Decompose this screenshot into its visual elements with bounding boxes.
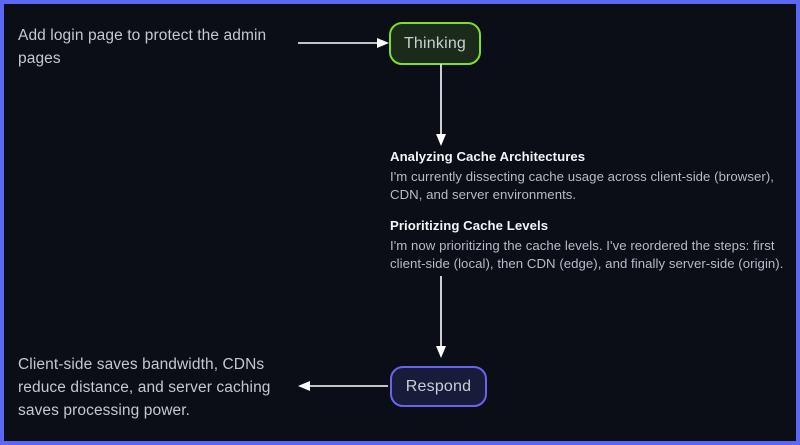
assistant-response-text: Client-side saves bandwidth, CDNs reduce… — [18, 356, 271, 419]
thinking-log-entry-title: Prioritizing Cache Levels — [390, 218, 549, 233]
respond-node[interactable]: Respond — [390, 366, 487, 407]
thinking-log: Analyzing Cache Architectures I'm curren… — [390, 148, 794, 273]
thinking-node-label: Thinking — [403, 34, 467, 52]
arrow-right-icon — [298, 38, 389, 48]
thinking-log-entry-title: Analyzing Cache Architectures — [390, 149, 586, 164]
user-prompt-text: Add login page to protect the admin page… — [18, 27, 267, 67]
thinking-log-entry-body: I'm now prioritizing the cache levels. I… — [390, 238, 784, 271]
thinking-node[interactable]: Thinking — [389, 22, 481, 65]
respond-node-label: Respond — [405, 377, 472, 395]
arrow-down-icon — [436, 64, 446, 146]
thinking-log-entry: Analyzing Cache Architectures I'm curren… — [390, 148, 794, 204]
thinking-log-entry-body: I'm currently dissecting cache usage acr… — [390, 169, 775, 202]
thinking-log-entry: Prioritizing Cache Levels I'm now priori… — [390, 217, 794, 273]
arrow-down-icon — [436, 276, 446, 358]
arrow-left-icon — [298, 381, 388, 391]
